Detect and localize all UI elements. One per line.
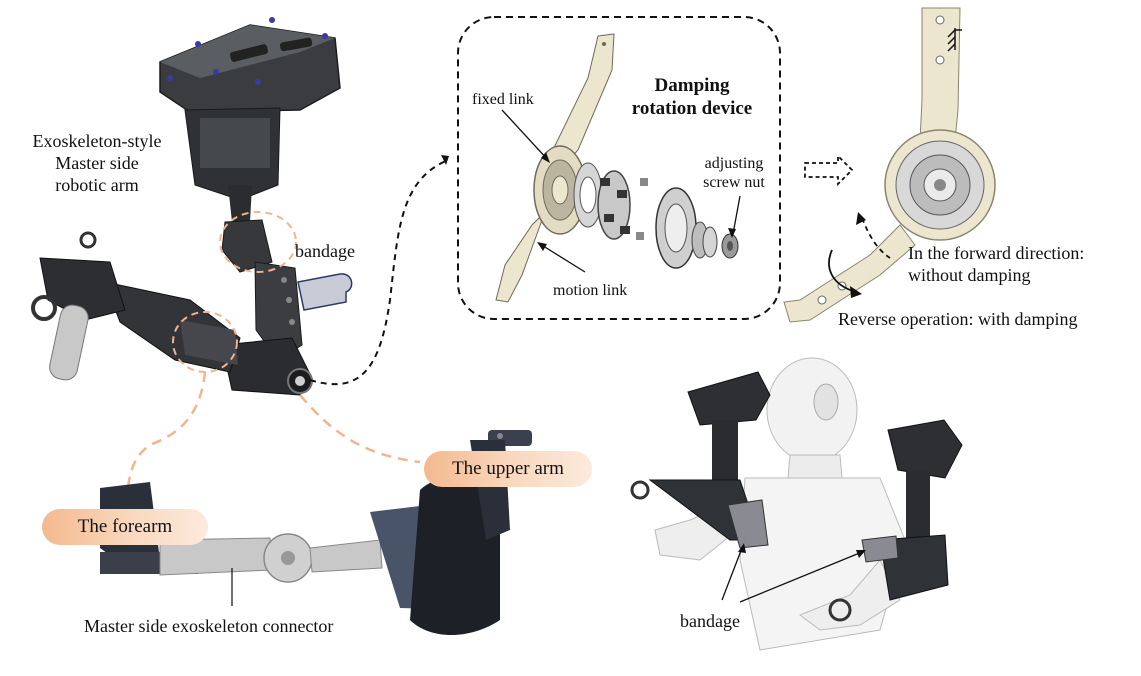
bandage-label-bottom: bandage [680, 611, 740, 631]
forearm-pill: The forearm [42, 509, 208, 545]
forward-line2: without damping [908, 265, 1031, 285]
connector-label: Master side exoskeleton connector [84, 616, 334, 636]
reverse-operation-label: Reverse operation: with damping [838, 309, 1078, 329]
adjusting-nut-label: adjusting screw nut [692, 154, 776, 192]
adjusting-nut-line2: screw nut [703, 174, 765, 191]
bandage-leader-right [739, 551, 863, 603]
damping-device-box [457, 16, 781, 320]
motion-link-label: motion link [553, 282, 628, 299]
exoskeleton-connector-photo [100, 430, 532, 635]
master-robotic-arm [31, 17, 353, 396]
master-arm-label: Exoskeleton-style Master side robotic ar… [14, 130, 180, 196]
forward-direction-label: In the forward direction: without dampin… [908, 242, 1084, 286]
humanoid-with-exoskeleton [630, 357, 963, 651]
forward-line1: In the forward direction: [908, 243, 1085, 263]
damping-device-exploded [495, 33, 739, 303]
adjusting-nut-leader [732, 195, 741, 235]
hollow-double-arrow-icon [804, 153, 854, 187]
damping-device-assembled [783, 7, 996, 323]
highlight-circle-upper [219, 211, 297, 273]
damping-title-line1: Damping [654, 75, 730, 96]
forward-rotation-arrow [861, 217, 891, 259]
master-arm-line1: Exoskeleton-style [32, 131, 162, 151]
fixed-link-leader [501, 109, 549, 161]
bandage-label-top: bandage [295, 241, 355, 261]
detail-connector [309, 159, 449, 386]
master-arm-line2: Master side [55, 153, 139, 173]
salmon-leaders [126, 371, 421, 489]
adjusting-nut-line1: adjusting [704, 155, 764, 172]
damping-title-line2: rotation device [631, 98, 753, 119]
motion-link-leader [539, 243, 586, 273]
ground-hatch-icon [947, 28, 962, 52]
fixed-link-label: fixed link [472, 91, 534, 108]
damping-device-title: Damping rotation device [612, 74, 772, 120]
bandage-leader-left [721, 547, 743, 601]
master-arm-line3: robotic arm [55, 175, 139, 195]
upper-arm-pill: The upper arm [424, 451, 592, 487]
